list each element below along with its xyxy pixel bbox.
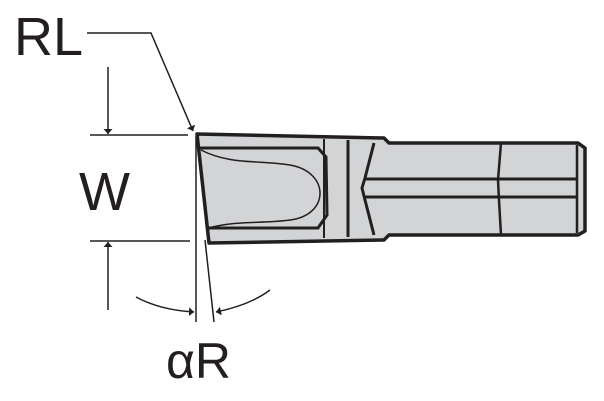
shank-v-line <box>360 142 376 236</box>
alpha-r-dimension: αR <box>135 136 271 389</box>
shank-cross-line <box>496 142 503 236</box>
insert-body <box>195 132 587 245</box>
chip-breaker-curve <box>200 149 321 229</box>
angle-arrow-left <box>135 296 195 317</box>
angle-arrow-right <box>215 289 271 316</box>
rl-label: RL <box>14 7 83 67</box>
relief-angle-line <box>204 239 215 323</box>
insert-outline <box>195 132 587 245</box>
rl-dimension: RL <box>14 7 196 132</box>
w-dimension: W <box>79 67 190 310</box>
rl-leader-arrow <box>87 32 196 132</box>
alpha-r-label: αR <box>166 333 231 389</box>
top-land-line <box>199 146 329 230</box>
w-label: W <box>79 162 130 222</box>
